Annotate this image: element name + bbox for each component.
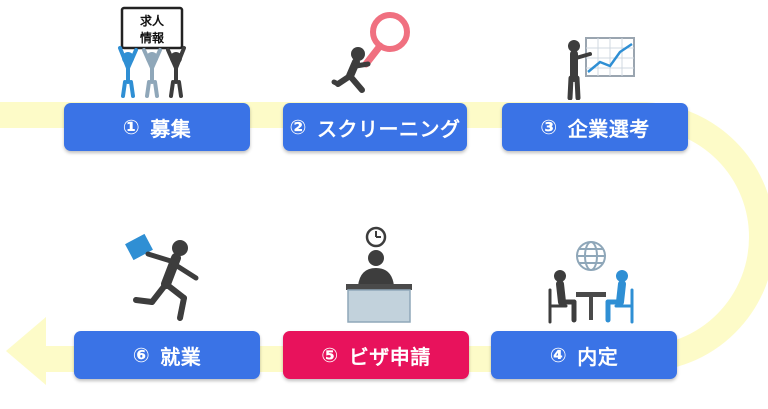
flow-arrowhead — [6, 317, 46, 385]
presenter-chart-icon — [567, 37, 635, 100]
sign-line-2: 情報 — [140, 30, 165, 45]
step-label: 募集 — [150, 116, 192, 141]
people-holding-sign-icon: 求人 情報 — [118, 6, 186, 98]
step-number: ② — [289, 115, 307, 139]
step-number: ① — [122, 115, 141, 139]
step-box-job-offer: ④ 内定 — [491, 331, 677, 379]
step-number: ⑥ — [132, 343, 151, 367]
flow-band-body — [0, 102, 768, 372]
sign-line-1: 求人 — [140, 13, 165, 28]
step-label: ビザ申請 — [348, 344, 431, 369]
step-label: スクリーニング — [316, 116, 461, 141]
step-label: 内定 — [577, 344, 619, 369]
step-box-visa-application: ⑤ ビザ申請 — [283, 331, 469, 379]
officer-desk-clock-icon — [346, 226, 412, 323]
step-box-recruitment: ① 募集 — [64, 103, 250, 151]
step-number: ③ — [540, 115, 558, 139]
step-label: 企業選考 — [567, 116, 650, 141]
step-box-company-selection: ③ 企業選考 — [502, 103, 688, 151]
meeting-globe-icon — [548, 241, 634, 324]
step-box-employment: ⑥ 就業 — [74, 331, 260, 379]
step-box-screening: ② スクリーニング — [283, 103, 467, 151]
person-with-magnifier-icon — [331, 12, 410, 93]
step-label: 就業 — [160, 344, 202, 369]
step-number: ⑤ — [321, 343, 339, 367]
running-person-icon — [125, 233, 199, 321]
step-number: ④ — [549, 343, 568, 367]
